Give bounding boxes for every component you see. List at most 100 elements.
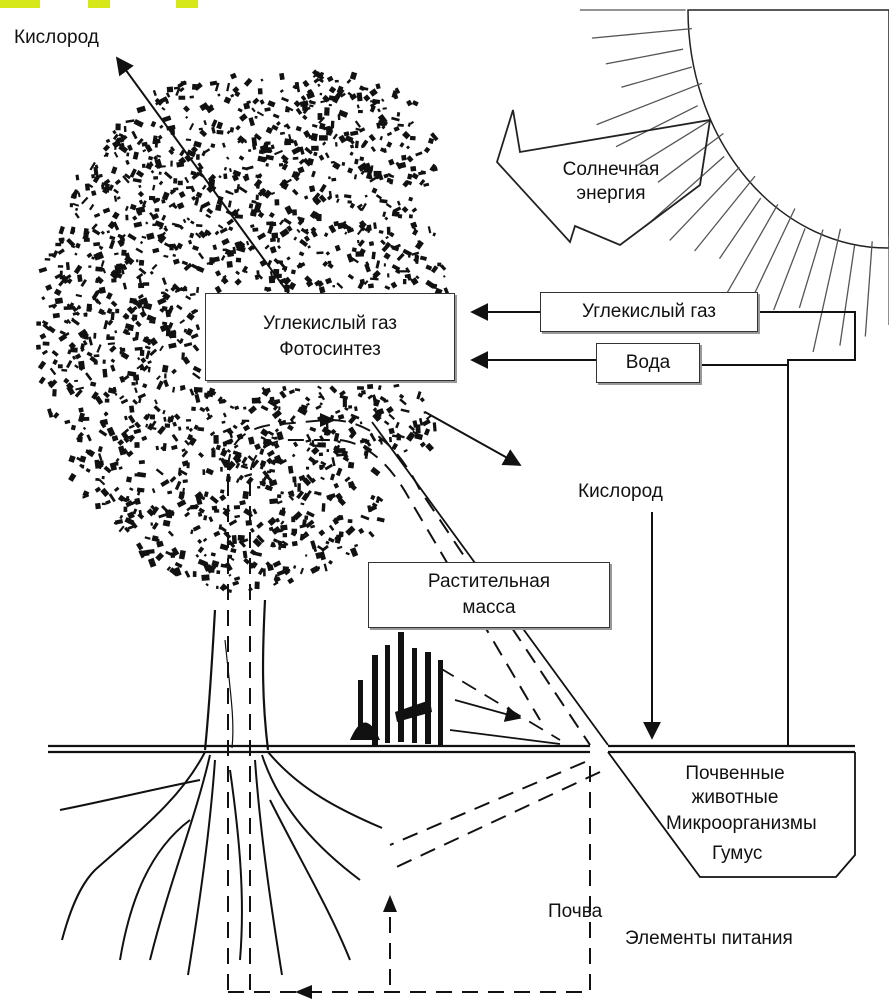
leaf-mark [216, 444, 221, 450]
leaf-mark [424, 428, 430, 435]
leaf-mark [135, 332, 139, 340]
leaf-mark [238, 186, 247, 193]
leaf-mark [237, 108, 242, 113]
leaf-mark [117, 439, 124, 446]
leaf-mark [250, 224, 255, 228]
leaf-mark [397, 201, 401, 206]
leaf-mark [163, 417, 166, 422]
leaf-mark [139, 460, 145, 464]
leaf-mark [148, 316, 156, 322]
leaf-mark [387, 132, 392, 137]
leaf-mark [230, 405, 235, 409]
leaf-mark [357, 386, 364, 390]
leaf-mark [286, 179, 292, 184]
leaf-mark [370, 495, 375, 501]
leaf-mark [148, 558, 156, 568]
leaf-mark [304, 195, 308, 199]
leaf-mark [235, 463, 240, 469]
leaf-mark [299, 525, 304, 529]
leaf-mark [388, 159, 395, 166]
leaf-mark [348, 405, 352, 409]
leaf-mark [224, 167, 227, 171]
leaf-mark [119, 515, 123, 519]
leaf-mark [124, 126, 127, 132]
leaf-mark [172, 434, 179, 442]
leaf-mark [291, 269, 296, 274]
leaf-mark [264, 107, 271, 111]
leaf-mark [241, 457, 247, 465]
leaf-mark [318, 529, 325, 536]
leaf-mark [204, 554, 207, 557]
co2-box: Углекислый газ [540, 292, 758, 332]
leaf-mark [335, 535, 342, 544]
leaf-mark [52, 359, 58, 365]
leaf-mark [390, 282, 397, 289]
leaf-mark [357, 228, 363, 235]
leaf-mark [109, 235, 115, 240]
leaf-mark [74, 380, 78, 382]
leaf-mark [145, 221, 148, 224]
leaf-mark [146, 233, 155, 241]
leaf-mark [189, 428, 193, 432]
root-line [262, 755, 360, 880]
leaf-mark [196, 224, 203, 227]
leaf-mark [226, 83, 230, 92]
leaf-mark [126, 476, 132, 482]
leaf-mark [134, 498, 141, 505]
leaf-mark [85, 372, 92, 381]
leaf-mark [171, 369, 177, 375]
leaf-mark [373, 222, 377, 229]
leaf-mark [142, 383, 147, 388]
leaf-mark [380, 239, 386, 245]
leaf-mark [283, 533, 287, 537]
leaf-mark [239, 500, 246, 505]
leaf-mark [336, 468, 342, 477]
leaf-mark [111, 312, 115, 320]
leaf-mark [319, 135, 328, 140]
leaf-mark [379, 199, 387, 204]
leaf-mark [354, 159, 359, 165]
leaf-mark [357, 240, 359, 243]
leaf-mark [350, 547, 358, 557]
leaf-mark [280, 132, 285, 135]
leaf-mark [102, 503, 106, 505]
leaf-mark [292, 454, 296, 458]
leaf-mark [99, 429, 108, 436]
leaf-mark [149, 349, 157, 357]
leaf-mark [364, 263, 371, 272]
leaf-mark [190, 96, 194, 99]
leaf-mark [223, 249, 227, 252]
tree-roots [60, 752, 382, 975]
leaf-mark [278, 546, 281, 550]
leaf-mark [256, 180, 261, 189]
leaf-mark [324, 564, 328, 572]
leaf-mark [186, 419, 191, 422]
leaf-mark [281, 97, 289, 102]
leaf-mark [192, 372, 201, 379]
leaf-mark [88, 337, 93, 346]
leaf-mark [208, 516, 213, 522]
leaf-mark [384, 285, 390, 290]
leaf-mark [422, 419, 431, 426]
leaf-mark [370, 467, 380, 477]
leaf-mark [115, 458, 119, 462]
sun-ray [799, 230, 823, 308]
leaf-mark [252, 98, 259, 105]
leaf-mark [79, 455, 86, 462]
leaf-mark [138, 294, 144, 299]
leaf-mark [326, 251, 331, 256]
leaf-mark [39, 333, 46, 340]
leaf-mark [39, 376, 46, 384]
leaf-mark [215, 270, 221, 276]
leaf-mark [210, 81, 218, 86]
leaf-mark [107, 230, 110, 233]
leaf-mark [318, 396, 323, 399]
leaf-mark [330, 473, 335, 480]
leaf-mark [177, 499, 187, 507]
leaf-mark [106, 292, 113, 300]
leaf-mark [311, 171, 316, 178]
leaf-mark [206, 208, 213, 215]
leaf-mark [414, 433, 423, 440]
leaf-mark [188, 240, 192, 245]
leaf-mark [301, 228, 310, 235]
